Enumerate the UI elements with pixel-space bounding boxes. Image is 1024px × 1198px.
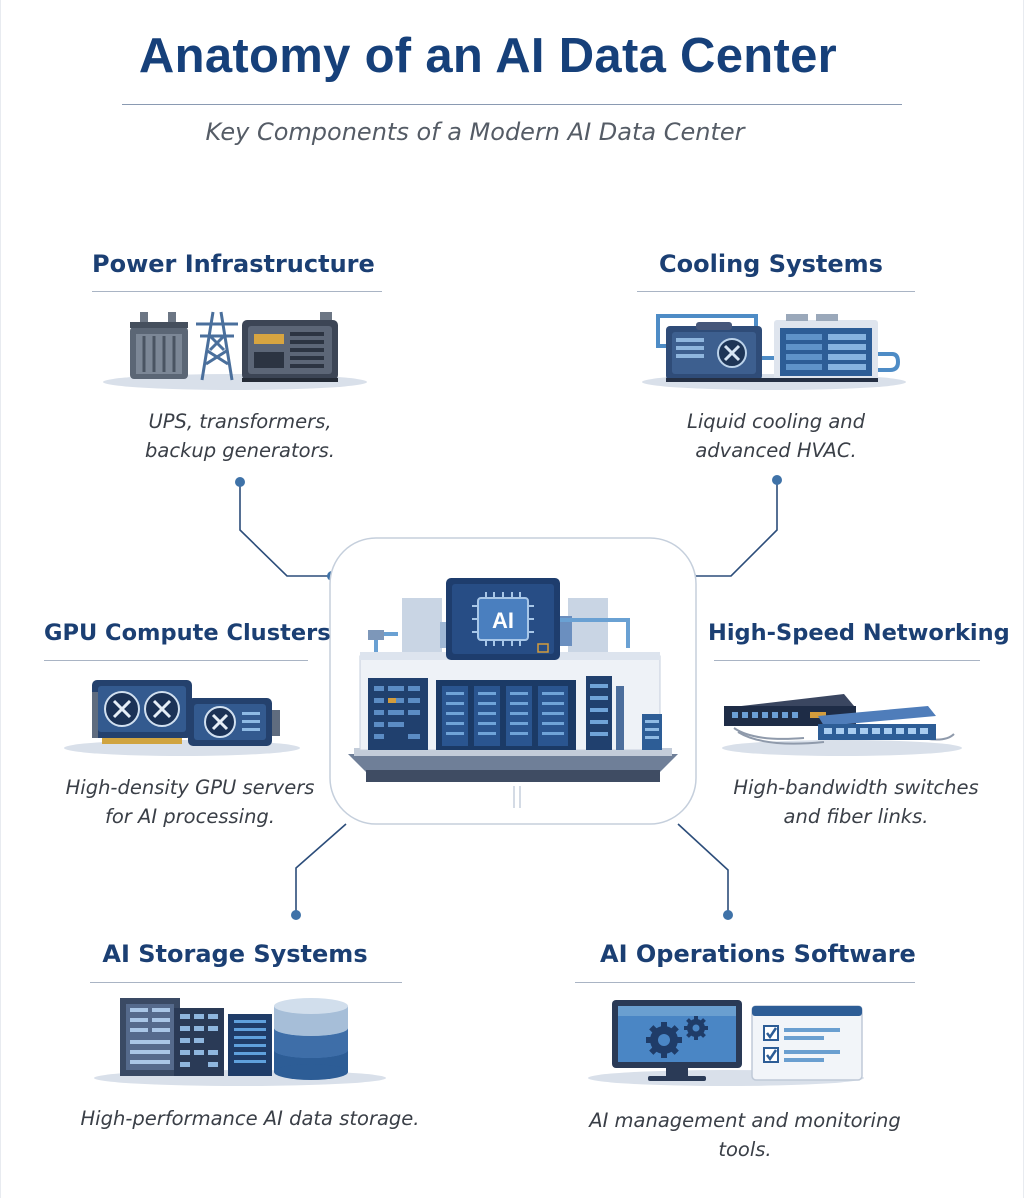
storage-description: High-performance AI data storage. [80, 1107, 420, 1130]
gpu-section-title: GPU Compute Clusters [44, 620, 331, 646]
networking-description-line1: High-bandwidth switches [733, 776, 979, 799]
cooling-section-title: Cooling Systems [659, 250, 883, 278]
power-infrastructure-icon [103, 311, 367, 390]
high-speed-networking-icon [722, 694, 962, 756]
software-description-line1: AI management and monitoring [589, 1109, 901, 1132]
ai-chip-label: AI [492, 608, 514, 633]
storage-section-divider [90, 982, 402, 983]
gpu-compute-clusters-icon [64, 680, 300, 756]
networking-section-divider [714, 660, 980, 661]
title-divider [122, 104, 902, 105]
networking-description-line2: and fiber links. [783, 805, 929, 828]
ai-storage-systems-icon [94, 998, 386, 1086]
software-description-line2: tools. [718, 1138, 772, 1161]
software-section-title: AI Operations Software [600, 940, 916, 968]
power-description-line2: backup generators. [145, 439, 335, 462]
networking-section-title: High-Speed Networking [708, 620, 1010, 646]
power-section-title: Power Infrastructure [92, 250, 375, 278]
ai-data-center-core: AI [329, 537, 697, 825]
cooling-description-line2: advanced HVAC. [695, 439, 857, 462]
cooling-description-line1: Liquid cooling and [686, 410, 866, 433]
gpu-section-divider [44, 660, 308, 661]
cooling-systems-icon [642, 314, 906, 390]
gpu-description-line2: for AI processing. [104, 805, 275, 828]
networking-description: High-bandwidth switches and fiber links. [696, 773, 1016, 831]
power-description-line1: UPS, transformers, [148, 410, 332, 433]
ai-operations-software-icon [588, 1000, 864, 1086]
power-section-divider [92, 291, 382, 292]
software-section-divider [575, 982, 915, 983]
cooling-description: Liquid cooling and advanced HVAC. [626, 407, 926, 465]
page-title: Anatomy of an AI Data Center [138, 29, 838, 83]
cooling-section-divider [637, 291, 915, 292]
storage-section-title: AI Storage Systems [102, 940, 368, 968]
power-description: UPS, transformers, backup generators. [90, 407, 390, 465]
page-subtitle: Key Components of a Modern AI Data Cente… [205, 118, 745, 146]
gpu-description-line1: High-density GPU servers [65, 776, 315, 799]
gpu-description: High-density GPU servers for AI processi… [40, 773, 340, 831]
software-description: AI management and monitoring tools. [580, 1106, 910, 1164]
